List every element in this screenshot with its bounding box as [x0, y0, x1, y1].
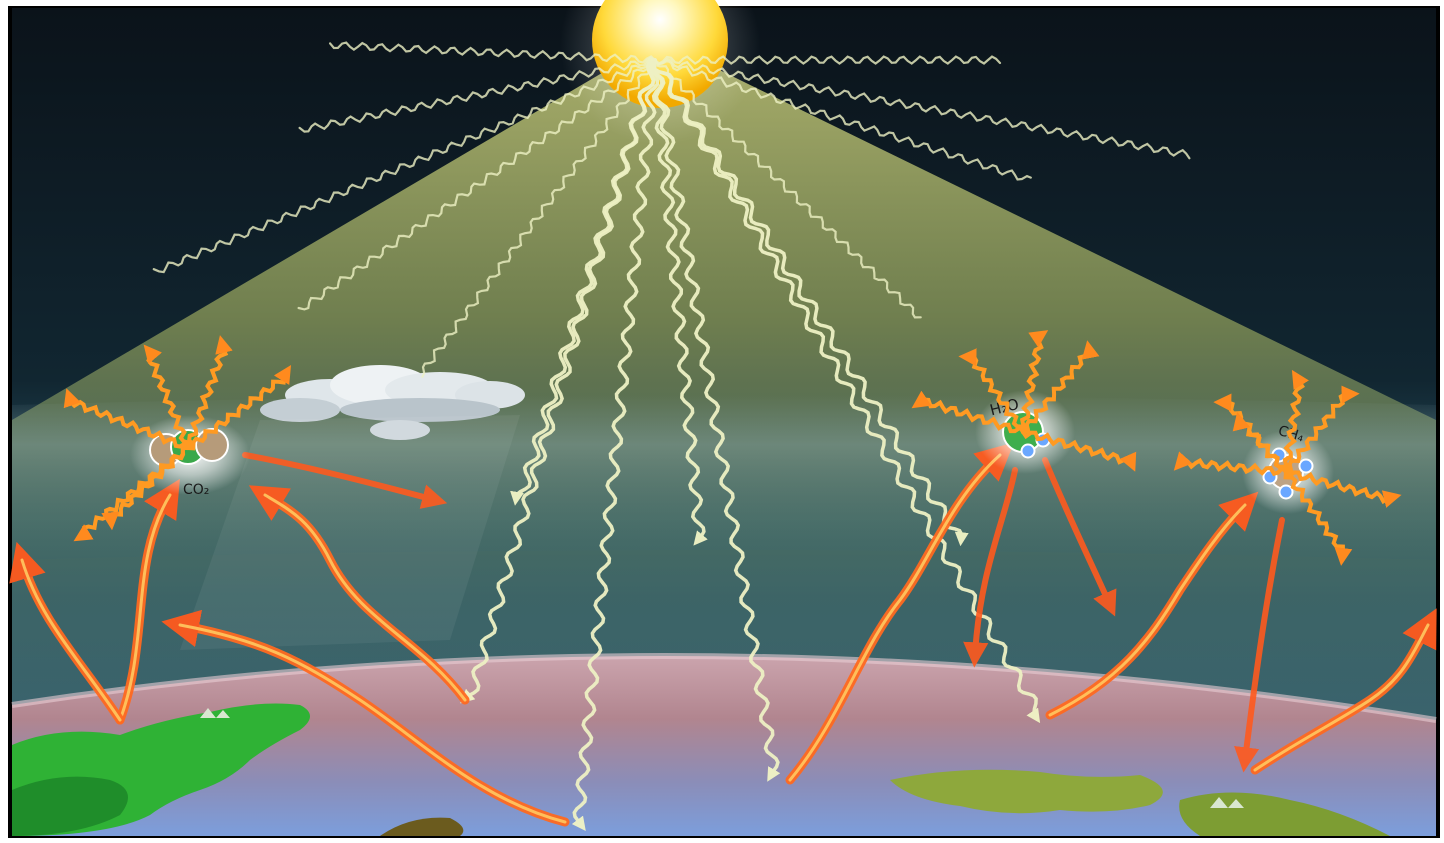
hydrogen-atom — [1300, 460, 1313, 473]
hydrogen-atom — [1280, 486, 1293, 499]
oxygen-atom — [196, 429, 228, 461]
hydrogen-atom — [1022, 445, 1035, 458]
co2-formula: CO₂ — [183, 482, 209, 498]
